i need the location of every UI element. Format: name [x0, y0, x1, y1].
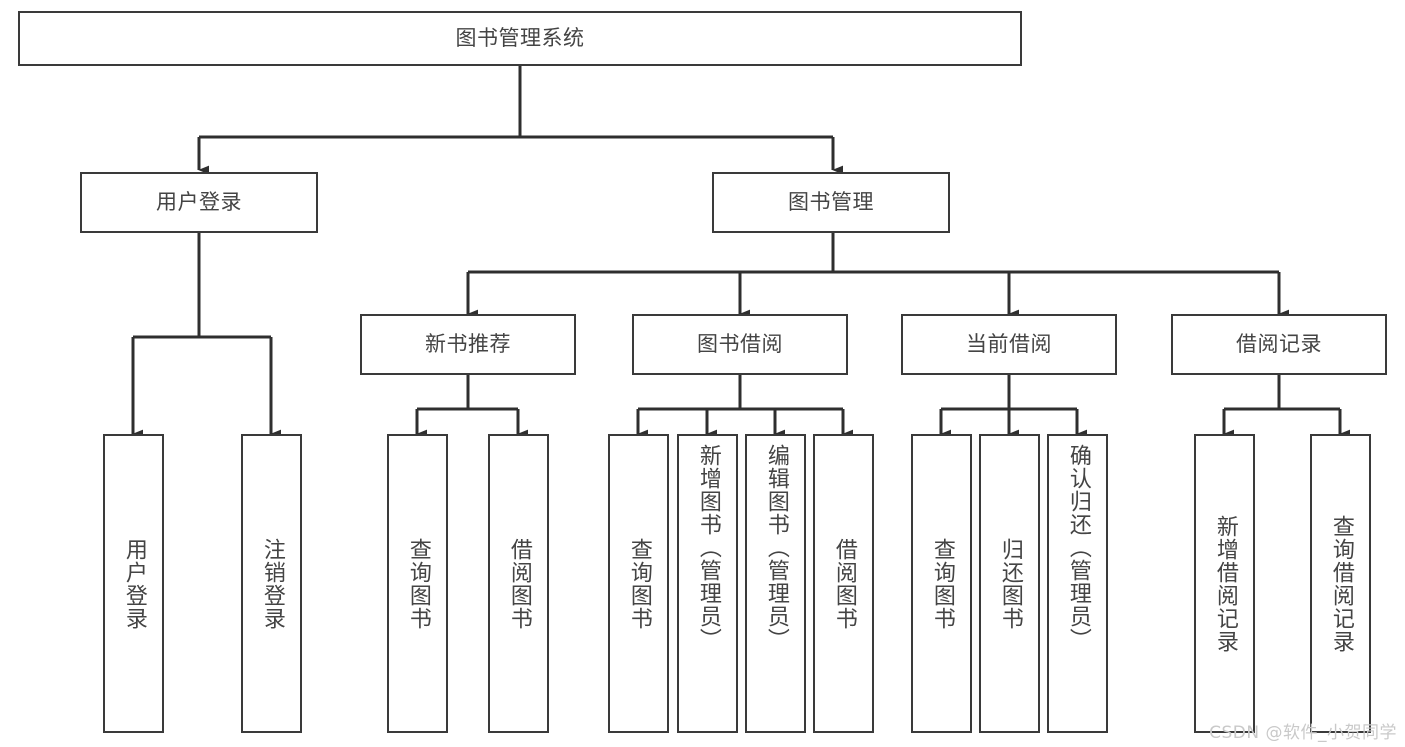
node-label: 图书管理系统 — [455, 26, 585, 51]
node-book-management[interactable]: 图书管理 — [712, 172, 950, 233]
node-label: 新书推荐 — [425, 332, 511, 357]
node-label: 借阅记录 — [1236, 332, 1322, 357]
leaf-borrow-add-book-admin[interactable]: 新增图书（管理员） — [677, 434, 738, 733]
leaf-current-confirm-return-admin[interactable]: 确认归还（管理员） — [1047, 434, 1108, 733]
leaf-user-login-login[interactable]: 用户登录 — [103, 434, 164, 733]
leaf-current-return-book[interactable]: 归还图书 — [979, 434, 1040, 733]
node-new-book-recommend[interactable]: 新书推荐 — [360, 314, 576, 375]
node-label: 当前借阅 — [966, 332, 1052, 357]
leaf-new-book-borrow[interactable]: 借阅图书 — [488, 434, 549, 733]
leaf-borrow-edit-book-admin[interactable]: 编辑图书（管理员） — [745, 434, 806, 733]
leaf-label: 新增借阅记录 — [1212, 514, 1238, 653]
leaf-new-book-query[interactable]: 查询图书 — [387, 434, 448, 733]
leaf-record-add-record[interactable]: 新增借阅记录 — [1194, 434, 1255, 733]
leaf-label: 编辑图书（管理员） — [763, 444, 789, 651]
leaf-record-query-record[interactable]: 查询借阅记录 — [1310, 434, 1371, 733]
leaf-label: 借阅图书 — [831, 537, 857, 630]
leaf-label: 借阅图书 — [506, 537, 532, 630]
node-label: 图书借阅 — [697, 332, 783, 357]
node-book-borrow[interactable]: 图书借阅 — [632, 314, 848, 375]
node-borrow-record[interactable]: 借阅记录 — [1171, 314, 1387, 375]
node-user-login[interactable]: 用户登录 — [80, 172, 318, 233]
leaf-label: 查询图书 — [626, 537, 652, 630]
node-root-system[interactable]: 图书管理系统 — [18, 11, 1022, 66]
leaf-label: 注销登录 — [259, 537, 285, 630]
node-current-borrow[interactable]: 当前借阅 — [901, 314, 1117, 375]
node-label: 图书管理 — [788, 190, 874, 215]
leaf-user-login-logout[interactable]: 注销登录 — [241, 434, 302, 733]
leaf-borrow-borrow-book[interactable]: 借阅图书 — [813, 434, 874, 733]
leaf-label: 确认归还（管理员） — [1065, 444, 1091, 651]
leaf-label: 归还图书 — [997, 537, 1023, 630]
leaf-borrow-query-book[interactable]: 查询图书 — [608, 434, 669, 733]
leaf-label: 新增图书（管理员） — [695, 444, 721, 651]
leaf-label: 查询图书 — [405, 537, 431, 630]
node-label: 用户登录 — [156, 190, 242, 215]
leaf-label: 查询图书 — [929, 537, 955, 630]
leaf-label: 查询借阅记录 — [1328, 514, 1354, 653]
leaf-label: 用户登录 — [121, 537, 147, 630]
leaf-current-query-book[interactable]: 查询图书 — [911, 434, 972, 733]
watermark-text: CSDN @软件_小贺同学 — [1209, 723, 1397, 743]
